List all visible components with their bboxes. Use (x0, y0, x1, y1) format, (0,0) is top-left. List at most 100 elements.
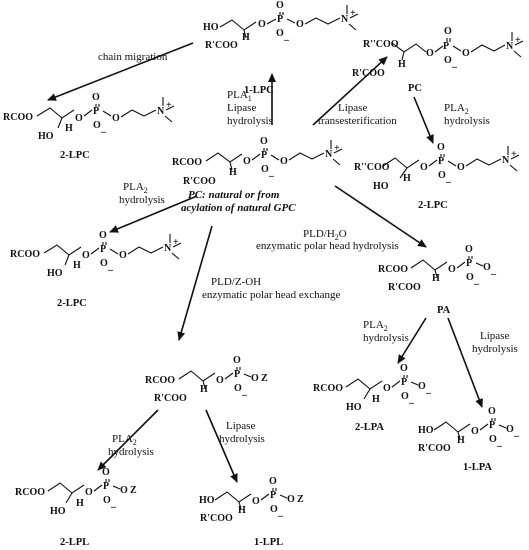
svg-text:O: O (383, 383, 391, 394)
svg-text:–: – (425, 388, 432, 399)
structure-2-lpc-right: R''COO HO H O P O O – O N + 2-LPC (354, 142, 520, 211)
svg-text:H: H (398, 59, 406, 70)
svg-text:R'COO: R'COO (183, 176, 216, 187)
svg-text:hydrolysis: hydrolysis (119, 194, 165, 206)
svg-text:O: O (448, 264, 456, 275)
label-pla2-bottom: PLA2 hydrolysis (108, 433, 154, 458)
svg-text:O: O (483, 262, 491, 273)
svg-text:O: O (438, 170, 446, 181)
svg-text:RCOO: RCOO (10, 249, 40, 260)
svg-text:–: – (451, 62, 458, 73)
arrow-chain-migration (47, 42, 194, 101)
svg-text:O: O (444, 26, 452, 37)
svg-text:+: + (173, 237, 179, 248)
svg-text:R'COO: R'COO (200, 513, 233, 524)
svg-text:PC: PC (408, 83, 422, 94)
structure-pa: RCOO R'COO H O P O O – O – PA (378, 244, 497, 316)
svg-text:O: O (465, 244, 473, 255)
label-pla2-pa: PLA2 hydrolysis (363, 319, 409, 344)
svg-text:P: P (103, 481, 109, 492)
svg-text:O: O (457, 162, 465, 173)
svg-text:O: O (93, 120, 101, 131)
svg-text:O: O (462, 48, 470, 59)
label-lipase-transesterification: Lipase transesterification (318, 102, 397, 127)
svg-text:P: P (234, 369, 240, 380)
svg-text:–: – (100, 127, 107, 138)
svg-text:Lipase: Lipase (226, 420, 255, 432)
label-lipase-bottom: Lipase hydrolysis (219, 420, 265, 445)
svg-text:–: – (241, 390, 248, 401)
svg-text:–: – (408, 398, 415, 409)
svg-text:HO: HO (47, 268, 63, 279)
svg-text:HO: HO (418, 425, 434, 436)
svg-text:P: P (100, 244, 106, 255)
svg-text:O: O (488, 406, 496, 417)
svg-text:HO: HO (50, 506, 66, 517)
svg-text:–: – (496, 441, 503, 452)
svg-text:P: P (277, 14, 283, 25)
arrow-pld-h2o (334, 185, 427, 248)
svg-text:–: – (110, 502, 117, 513)
svg-text:O: O (444, 55, 452, 66)
svg-text:2-LPL: 2-LPL (60, 537, 89, 548)
svg-text:P: P (93, 106, 99, 117)
svg-text:O: O (287, 494, 295, 505)
svg-text:O: O (85, 487, 93, 498)
svg-text:acylation of natural GPC: acylation of natural GPC (181, 202, 296, 214)
svg-text:RCOO: RCOO (172, 157, 202, 168)
svg-text:H: H (65, 123, 73, 134)
arrow-pld-zoh (177, 225, 213, 341)
svg-text:O: O (296, 19, 304, 30)
svg-text:O: O (276, 0, 284, 11)
svg-text:O: O (280, 156, 288, 167)
svg-text:P: P (466, 258, 472, 269)
structure-1-lpa: HO R'COO H O P O O – O – 1-LPA (418, 406, 520, 473)
svg-text:H: H (403, 173, 411, 184)
arrow-pc-to-2lpc-mid (109, 195, 198, 233)
svg-text:1-LPL: 1-LPL (254, 537, 283, 548)
svg-text:O: O (276, 28, 284, 39)
svg-text:O: O (258, 19, 266, 30)
label-pla1-lipase: PLA1 Lipase hydrolysis (227, 89, 273, 127)
svg-text:1-LPA: 1-LPA (463, 462, 492, 473)
svg-text:+: + (515, 35, 521, 46)
svg-text:PLA2: PLA2 (444, 102, 469, 116)
svg-text:P: P (438, 156, 444, 167)
svg-text:R''COO: R''COO (363, 39, 399, 50)
svg-text:Lipase: Lipase (480, 330, 509, 342)
svg-text:O: O (75, 113, 83, 124)
svg-text:O: O (437, 142, 445, 153)
structure-pc-center: RCOO R'COO H O P O O – O N + PC: natural… (172, 136, 343, 214)
svg-text:Z: Z (130, 485, 137, 496)
label-pld-zoh: PLD/Z-OH enzymatic polar head exchange (202, 276, 340, 301)
svg-text:O: O (466, 272, 474, 283)
svg-text:N: N (341, 14, 349, 25)
svg-text:O: O (233, 355, 241, 366)
svg-text:H: H (76, 498, 84, 509)
svg-text:PLD/H2O: PLD/H2O (303, 228, 347, 242)
svg-text:O: O (112, 113, 120, 124)
svg-text:1-LPC: 1-LPC (244, 85, 274, 96)
structure-1-lpc: HO R'COO H O P O O – O N + 1-LPC (203, 0, 359, 96)
svg-text:Lipase: Lipase (227, 102, 256, 114)
svg-text:hydrolysis: hydrolysis (108, 446, 154, 458)
svg-text:P: P (401, 377, 407, 388)
arrow-pc-to-2lpc-right (413, 96, 434, 144)
svg-text:PLA1: PLA1 (227, 89, 252, 103)
svg-text:2-LPC: 2-LPC (60, 150, 90, 161)
structure-2-lpc-mid: RCOO HO H O P O O – O N + 2-LPC (10, 230, 182, 309)
svg-text:transesterification: transesterification (318, 115, 397, 127)
svg-text:R'COO: R'COO (154, 393, 187, 404)
svg-text:O: O (270, 504, 278, 515)
label-chain-migration: chain migration (98, 51, 168, 63)
svg-text:RCOO: RCOO (313, 383, 343, 394)
svg-text:+: + (166, 100, 172, 111)
svg-text:Z: Z (297, 494, 304, 505)
svg-text:2-LPC: 2-LPC (57, 298, 87, 309)
label-pld-h2o: PLD/H2O enzymatic polar head hydrolysis (256, 228, 399, 252)
structure-1-lpl: HO R'COO H O P O O – O Z 1-LPL (199, 476, 304, 548)
svg-text:O: O (119, 250, 127, 261)
svg-text:PA: PA (437, 305, 451, 316)
svg-text:2-LPA: 2-LPA (355, 422, 384, 433)
svg-text:–: – (107, 265, 114, 276)
